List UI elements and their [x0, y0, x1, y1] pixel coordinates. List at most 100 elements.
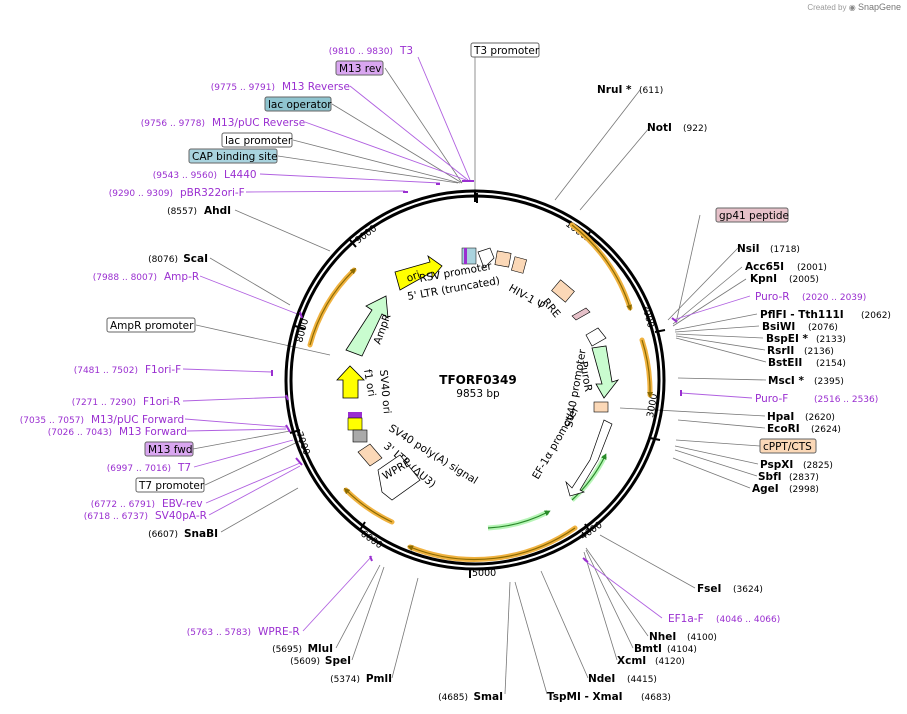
enzyme-rsrii[interactable]: RsrII: [767, 345, 794, 357]
enzyme-xcmi[interactable]: XcmI: [617, 655, 646, 667]
primer-m13-reverse[interactable]: M13 Reverse: [282, 81, 350, 93]
primer-m13-forward[interactable]: M13 Forward: [119, 426, 187, 438]
m13-marker: [348, 412, 362, 418]
enzyme-agei[interactable]: AgeI: [752, 483, 779, 495]
enzyme-pos-tspmi: (4683): [641, 693, 671, 703]
enzyme-pos-nhei: (4100): [687, 633, 717, 643]
enzyme-sbfi[interactable]: SbfI: [758, 471, 782, 483]
enzyme-labels: NruI * (611) NotI (922) NsiI (1718) Acc6…: [148, 84, 891, 703]
primer-m13-puc-forward[interactable]: M13/pUC Forward: [91, 414, 184, 426]
green-arrows: [487, 453, 607, 529]
enzyme-tspmi[interactable]: TspMI - XmaI: [547, 691, 623, 703]
t3-promoter-label: T3 promoter: [473, 45, 540, 57]
promoter-stack-stripe: [464, 248, 467, 264]
tick-label-5000: 5000: [472, 568, 496, 579]
primer-labels: T3 (9810 .. 9830) M13 Reverse (9775 .. 9…: [20, 45, 879, 638]
enzyme-pspxi[interactable]: PspXI: [760, 459, 793, 471]
enzyme-ahdi[interactable]: AhdI: [204, 205, 231, 217]
psi-block: [511, 256, 527, 274]
primer-sv40pa-r[interactable]: SV40pA-R: [155, 510, 207, 522]
enzyme-pos-ahdi: (8557): [167, 207, 197, 217]
enzyme-pos-agei: (2998): [789, 485, 819, 495]
primer-t3[interactable]: T3: [399, 45, 413, 57]
f1-ori-label: f1 ori: [361, 368, 378, 397]
primer-pos-m13-puc-forward: (7035 .. 7057): [20, 416, 84, 426]
ampr-promoter-label: AmpR promoter: [110, 320, 194, 332]
enzyme-snabi[interactable]: SnaBI: [184, 528, 218, 540]
primer-ef1a-f[interactable]: EF1a-F: [668, 613, 704, 625]
enzyme-pos-bsiwi: (2076): [808, 323, 838, 333]
gp41-peptide-label: gp41 peptide: [719, 210, 789, 222]
enzyme-pos-nsii: (1718): [770, 245, 800, 255]
primer-amp-r[interactable]: Amp-R: [164, 271, 199, 283]
enzyme-pos-bspei: (2133): [816, 335, 846, 345]
tick-label-2000: 2000: [639, 303, 656, 329]
enzyme-smai[interactable]: SmaI: [474, 691, 504, 703]
enzyme-bspei[interactable]: BspEI *: [766, 333, 809, 345]
m13-fwd-box: [144, 441, 194, 457]
enzyme-pos-noti: (922): [683, 124, 707, 134]
primer-pos-m13-forward: (7026 .. 7043): [48, 428, 112, 438]
primer-m13-puc-reverse[interactable]: M13/pUC Reverse: [212, 117, 305, 129]
t7-promoter-box: [135, 477, 205, 493]
plasmid-length: 9853 bp: [456, 388, 500, 400]
enzyme-bsiwi[interactable]: BsiWI: [762, 321, 795, 333]
enzyme-pos-kpni: (2005): [789, 275, 819, 285]
enzyme-bmti[interactable]: BmtI: [634, 643, 662, 655]
primer-pos-wpre-r: (5763 .. 5783): [187, 628, 251, 638]
primer-wpre-r[interactable]: WPRE-R: [258, 626, 300, 638]
enzyme-pos-acc65i: (2001): [797, 263, 827, 273]
f1-ori-arrow: [336, 365, 365, 399]
m13-rev-box: [335, 60, 384, 76]
ampr-arrow: [345, 295, 389, 357]
ampr-promoter-box: [106, 317, 196, 333]
enzyme-hpai[interactable]: HpaI: [767, 411, 794, 423]
enzyme-msci[interactable]: MscI *: [768, 375, 804, 387]
primer-puro-r[interactable]: Puro-R: [755, 291, 790, 303]
enzyme-mlui[interactable]: MluI: [308, 643, 333, 655]
cppt-cts-box: [759, 438, 817, 454]
primer-puro-f[interactable]: Puro-F: [755, 393, 788, 405]
enzyme-noti[interactable]: NotI: [647, 122, 672, 134]
primer-f1ori-f[interactable]: F1ori-F: [145, 364, 181, 376]
enzyme-nsii[interactable]: NsiI: [737, 243, 760, 255]
ef1a-promoter-arrow: [565, 419, 613, 497]
primer-t7[interactable]: T7: [177, 462, 191, 474]
polya-block: [357, 443, 383, 467]
enzyme-fsei[interactable]: FseI: [697, 583, 721, 595]
enzyme-pos-mlui: (5695): [272, 645, 302, 655]
primer-marks: [271, 180, 682, 563]
primer-pos-pbr322ori-f: (9290 .. 9309): [109, 189, 173, 199]
primer-pos-f1ori-r: (7271 .. 7290): [72, 398, 136, 408]
primer-f1ori-r[interactable]: F1ori-R: [143, 396, 180, 408]
primer-ebv-rev[interactable]: EBV-rev: [162, 498, 203, 510]
enzyme-pos-bsteii: (2154): [816, 359, 846, 369]
enzyme-ecori[interactable]: EcoRI: [767, 423, 800, 435]
primer-pos-sv40pa-r: (6718 .. 6737): [84, 512, 148, 522]
enzyme-spei[interactable]: SpeI: [325, 655, 351, 667]
enzyme-pos-hpai: (2620): [805, 413, 835, 423]
rre-block: [551, 279, 575, 303]
boxed-feature-labels: T3 promoter M13 rev lac operator lac pro…: [106, 42, 817, 493]
enzyme-nhei[interactable]: NheI: [649, 631, 676, 643]
enzyme-pmli[interactable]: PmlI: [366, 673, 392, 685]
ori-arrow: [394, 254, 443, 291]
wpre-arrow: [377, 454, 421, 501]
puror-label: PuroR: [577, 360, 594, 392]
enzyme-ndei[interactable]: NdeI: [588, 673, 615, 685]
sv40-promoter-block: [593, 401, 609, 413]
enzyme-bsteii[interactable]: BstEII: [768, 357, 802, 369]
puror-arrow: [591, 345, 620, 399]
m13-rev-label: M13 rev: [339, 63, 382, 75]
enzyme-acc65i[interactable]: Acc65I: [745, 261, 784, 273]
primer-pos-t7: (6997 .. 7016): [107, 464, 171, 474]
enzyme-nrui[interactable]: NruI *: [597, 84, 632, 96]
enzyme-pos-xcmi: (4120): [655, 657, 685, 667]
primer-l4440[interactable]: L4440: [224, 169, 257, 181]
primer-pbr322ori-f[interactable]: pBR322ori-F: [180, 187, 245, 199]
orf-arc-5: [307, 267, 357, 348]
enzyme-pflfi[interactable]: PflFI - Tth111I: [760, 309, 844, 321]
enzyme-kpni[interactable]: KpnI: [750, 273, 777, 285]
enzyme-scai[interactable]: ScaI: [183, 253, 208, 265]
